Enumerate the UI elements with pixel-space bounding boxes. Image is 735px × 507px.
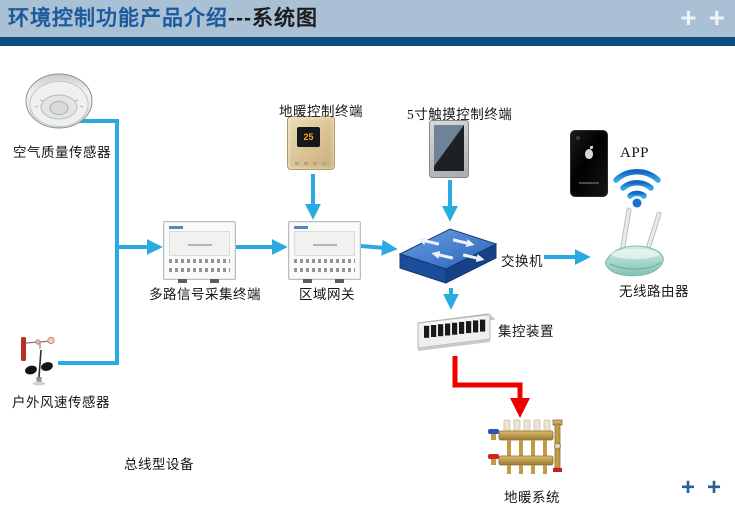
page-title: 环境控制功能产品介绍---系统图 bbox=[8, 0, 318, 37]
label-air-quality-sensor: 空气质量传感器 bbox=[13, 145, 111, 160]
connector-gateway-to-switch bbox=[360, 239, 398, 256]
module-terminals-row2 bbox=[169, 268, 230, 272]
module-face bbox=[294, 231, 355, 256]
phone-caption-line bbox=[579, 182, 599, 184]
floor-heating-manifold-image bbox=[488, 419, 563, 474]
plus-button-2[interactable]: + bbox=[708, 2, 725, 33]
label-area-gateway: 区域网关 bbox=[299, 287, 355, 302]
thermostat-screen: 25 bbox=[297, 127, 320, 147]
label-floor-heating-system: 地暖系统 bbox=[504, 490, 560, 505]
module-terminals-row2 bbox=[294, 268, 355, 272]
label-floor-heating-terminal: 地暖控制终端 bbox=[279, 104, 363, 119]
label-app: APP bbox=[620, 145, 650, 161]
air-quality-sensor-image bbox=[25, 73, 93, 129]
header-divider bbox=[0, 37, 735, 46]
module-face bbox=[169, 231, 230, 256]
title-secondary: 系统图 bbox=[251, 7, 318, 30]
footer-plus-buttons: ++ bbox=[669, 474, 721, 502]
wifi-icon bbox=[613, 169, 661, 208]
network-switch-image bbox=[398, 228, 498, 284]
module-brand-mark bbox=[169, 226, 183, 229]
central-control-unit-image bbox=[416, 313, 496, 351]
module-terminals-row1 bbox=[294, 259, 355, 263]
phone-camera-dot bbox=[576, 136, 580, 140]
header-bar: 环境控制功能产品介绍---系统图 ++ bbox=[0, 0, 735, 37]
plus-button-1[interactable]: + bbox=[680, 2, 697, 33]
header-plus-buttons: ++ bbox=[668, 2, 725, 34]
apple-logo-icon bbox=[585, 146, 593, 159]
label-network-switch: 交换机 bbox=[501, 254, 543, 269]
smartphone-image bbox=[570, 130, 608, 197]
touch-terminal-image bbox=[429, 120, 469, 178]
label-touch-terminal: 5寸触摸控制终端 bbox=[407, 107, 513, 122]
title-dashes: --- bbox=[228, 7, 252, 30]
touch-terminal-screen bbox=[434, 125, 464, 171]
module-terminals-row1 bbox=[169, 259, 230, 263]
label-bus-type-devices: 总线型设备 bbox=[124, 457, 194, 472]
plus-button-4[interactable]: + bbox=[706, 474, 721, 501]
title-primary: 环境控制功能产品介绍 bbox=[8, 7, 228, 30]
outdoor-wind-sensor-image bbox=[21, 336, 55, 386]
area-gateway-image bbox=[288, 221, 361, 283]
label-multi-signal-collector: 多路信号采集终端 bbox=[149, 287, 261, 302]
connector-central-to-heating bbox=[452, 356, 530, 418]
floor-heating-terminal-image: 25 bbox=[287, 116, 335, 170]
plus-button-3[interactable]: + bbox=[680, 474, 695, 501]
label-outdoor-wind-sensor: 户外风速传感器 bbox=[12, 395, 110, 410]
thermostat-buttons bbox=[295, 162, 327, 165]
multi-signal-collector-image bbox=[163, 221, 236, 283]
label-wireless-router: 无线路由器 bbox=[619, 284, 689, 299]
wireless-router-image bbox=[605, 207, 664, 277]
label-central-control-unit: 集控装置 bbox=[498, 324, 554, 339]
module-brand-mark bbox=[294, 226, 308, 229]
